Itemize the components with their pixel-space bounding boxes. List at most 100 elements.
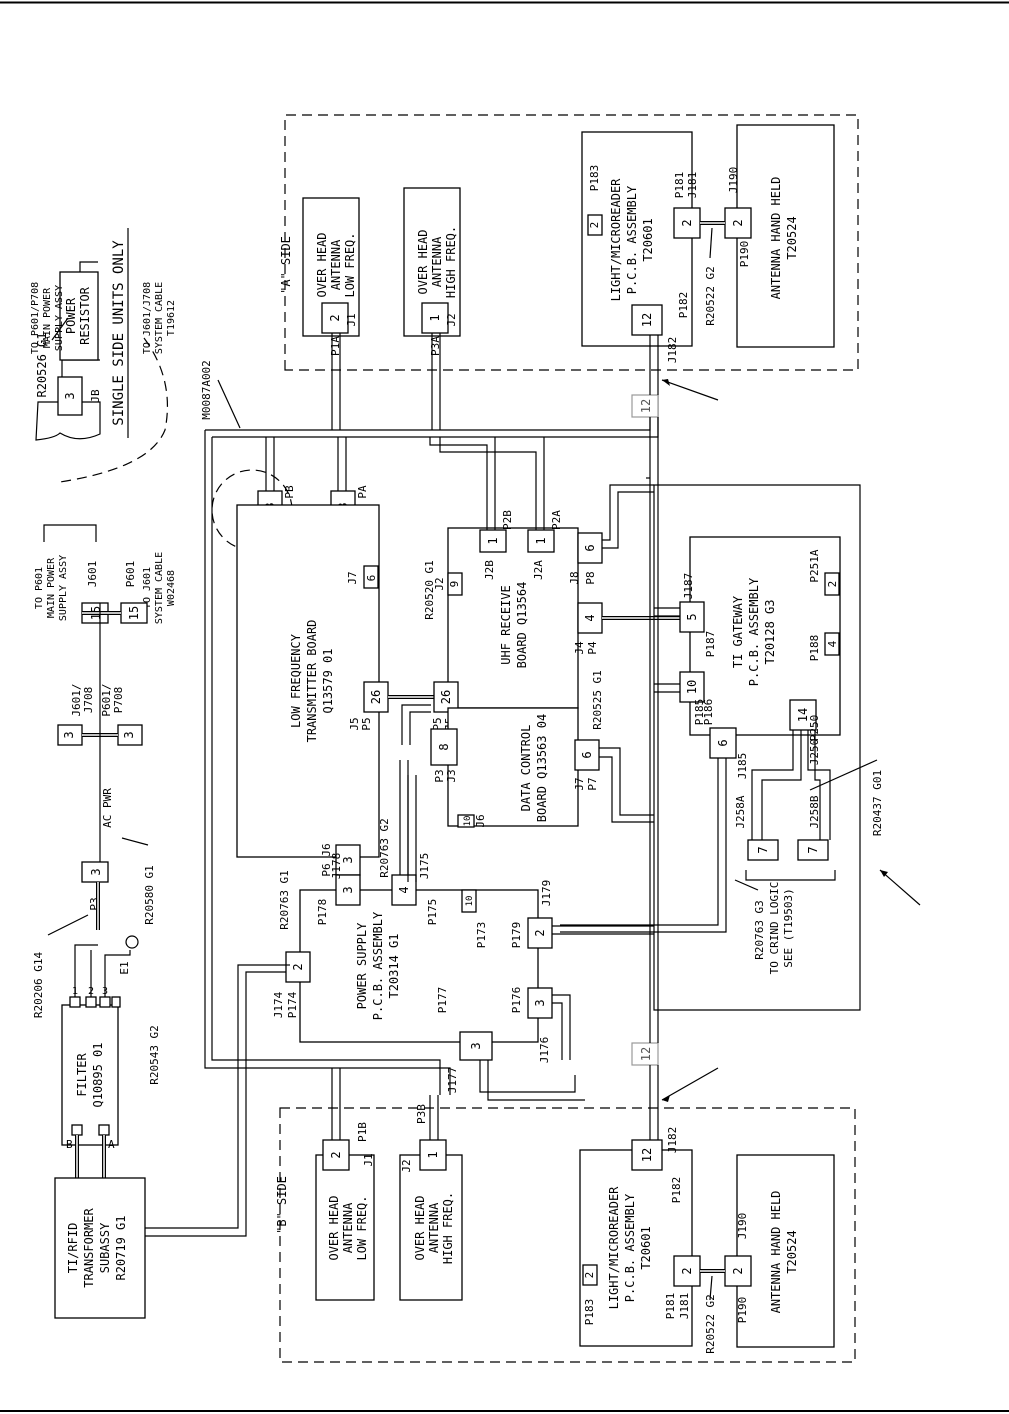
diagram-label: P3 xyxy=(433,769,446,782)
diagram-label: P190 xyxy=(738,241,751,268)
conn-label: P601 xyxy=(124,561,137,588)
diagram-label: J177 xyxy=(446,1067,459,1094)
diagram-label: 2 xyxy=(731,1267,745,1274)
diagram-label: R20522 G2 xyxy=(704,1294,717,1354)
diagram-label: J8 xyxy=(568,571,581,584)
diagram-label: P187 xyxy=(704,631,717,658)
diagram-label: P182 xyxy=(670,1177,683,1204)
diagram-label: J5 xyxy=(348,717,361,730)
pin-count: 3 xyxy=(62,731,76,738)
diagram-label: 6 xyxy=(716,739,730,746)
conn-label: J601 xyxy=(86,561,99,588)
diagram-label: 26 xyxy=(369,690,383,704)
diagram-label: J1 xyxy=(362,1153,375,1166)
pin-count: 3 xyxy=(63,392,77,399)
diagram-label: OVER HEAD xyxy=(315,232,329,297)
diagram-label: J2 xyxy=(400,1159,413,1172)
diagram-label: 2 xyxy=(328,314,342,321)
diagram-label: P186 xyxy=(702,699,715,726)
resistor-label: POWER xyxy=(64,297,78,334)
diagram-label: J7 xyxy=(573,777,586,790)
ac-power-group: TO P601/P708 MAIN POWER SUPPLY ASSY TO J… xyxy=(30,282,177,354)
note: SYSTEM CABLE xyxy=(154,552,165,624)
diagram-label: P.C.B. ASSEMBLY xyxy=(747,577,761,686)
power-connectors: TO P601 MAIN POWER SUPPLY ASSY TO J601 S… xyxy=(34,552,177,624)
diagram-label: 10 xyxy=(465,896,475,907)
diagram-label: 2 xyxy=(291,963,305,970)
diagram-label: R20763 G2 xyxy=(378,818,391,878)
diagram-label: P.C.B. ASSEMBLY xyxy=(623,1193,637,1302)
diagram-label: 12 xyxy=(639,399,653,413)
diagram-label: PA xyxy=(356,485,369,499)
diagram-label: P251A xyxy=(808,549,821,582)
diagram-label: P185 xyxy=(693,699,706,726)
conn-label: J708 xyxy=(82,687,95,714)
b-side-enclosure: "B" SIDE OVER HEAD ANTENNA LOW FREQ. 2 P… xyxy=(275,1068,856,1363)
diagram-label: BOARD Q13563 04 xyxy=(535,714,549,822)
diagram-label: ANTENNA xyxy=(430,236,444,287)
diagram-label: TRANSMITTER BOARD xyxy=(305,620,319,743)
diagram-label: 7 xyxy=(756,846,770,853)
diagram-label: 2 xyxy=(588,222,601,229)
diagram-label: TI/RFID xyxy=(66,1223,80,1274)
diagram-label: 6 xyxy=(583,544,597,551)
pin-count: 3 xyxy=(122,731,136,738)
diagram-label: P.C.B. ASSEMBLY xyxy=(625,185,639,294)
diagram-label: TO CRIND LOGIC xyxy=(768,882,781,975)
diagram-label: 12 xyxy=(640,1148,654,1162)
filter-label: Q10895 01 xyxy=(91,1042,105,1107)
diagram-label: T20524 xyxy=(785,1230,799,1273)
diagram-label: 2 xyxy=(826,581,839,588)
note: TO J601/J708 xyxy=(142,282,153,354)
diagram-label: T20128 G3 xyxy=(763,599,777,664)
single-side-label: SINGLE SIDE UNITS ONLY xyxy=(111,240,127,426)
diagram-label: T20314 G1 xyxy=(387,933,401,998)
diagram-label: 5 xyxy=(685,613,699,620)
diagram-label: 9 xyxy=(448,581,461,588)
diagram-label: TRANSFORMER xyxy=(82,1207,96,1287)
diagram-label: P182 xyxy=(677,292,690,319)
diagram-label: P181 xyxy=(664,1293,677,1320)
diagram-label: P190 xyxy=(736,1297,749,1324)
diagram-label: J187 xyxy=(682,573,695,600)
diagram-label: P3B xyxy=(415,1104,428,1124)
single-side-inset: 3 JB POWER RESISTOR R20526 G1 SINGLE SID… xyxy=(35,228,169,483)
diagram-label: P178 xyxy=(316,899,329,926)
main-cabinet: M0087A002 3 JB PB 3 JA PA LOW FREQUENCY … xyxy=(200,360,921,1145)
diagram-label: HIGH FREQ. xyxy=(444,226,458,298)
note: TO P601 xyxy=(34,567,45,609)
diagram-label: P183 xyxy=(588,165,601,192)
diagram-label: 2 xyxy=(583,1272,596,1279)
diagram-label: J185 xyxy=(736,753,749,780)
cable-label: R20543 G2 xyxy=(148,1025,161,1085)
diagram-label: 1 xyxy=(486,537,500,544)
diagram-label: T20601 xyxy=(639,1226,653,1269)
diagram-label: P183 xyxy=(583,1299,596,1326)
ac-power-region: 15 15 J601 P601 3 3 J601/ J708 P601/ P70… xyxy=(32,524,290,1319)
diagram-label: J3 xyxy=(445,769,458,782)
diagram-label: 2 xyxy=(680,1267,694,1274)
diagram-label: J181 xyxy=(678,1293,691,1320)
diagram-label: HIGH FREQ. xyxy=(441,1192,455,1264)
diagram-label: 10 xyxy=(463,816,473,827)
diagram-label: R20525 G1 xyxy=(591,670,604,730)
diagram-label: J258A xyxy=(734,795,747,828)
diagram-label: A xyxy=(108,1138,115,1151)
note: MAIN POWER xyxy=(46,557,57,618)
diagram-label: P179 xyxy=(510,922,523,949)
conn-label: JB xyxy=(89,389,102,403)
diagram-label: 2 xyxy=(533,929,547,936)
diagram-label: J182 xyxy=(666,1127,679,1154)
diagram-label: 3 xyxy=(341,886,355,893)
pin-count: 15 xyxy=(127,606,141,620)
side-label: "A" SIDE xyxy=(279,236,293,294)
cable-label: R20526 G1 xyxy=(35,332,49,397)
diagram-label: 6 xyxy=(580,751,594,758)
a-side-enclosure: "A" SIDE OVER HEAD ANTENNA LOW FREQ. 2 P… xyxy=(279,114,859,430)
diagram-label: J7 xyxy=(346,571,359,584)
diagram-label: P8 xyxy=(584,571,597,584)
diagram-label: R20437 G01 xyxy=(871,770,884,836)
diagram-label: J2A xyxy=(532,560,545,580)
diagram-label: J2 xyxy=(445,313,458,326)
